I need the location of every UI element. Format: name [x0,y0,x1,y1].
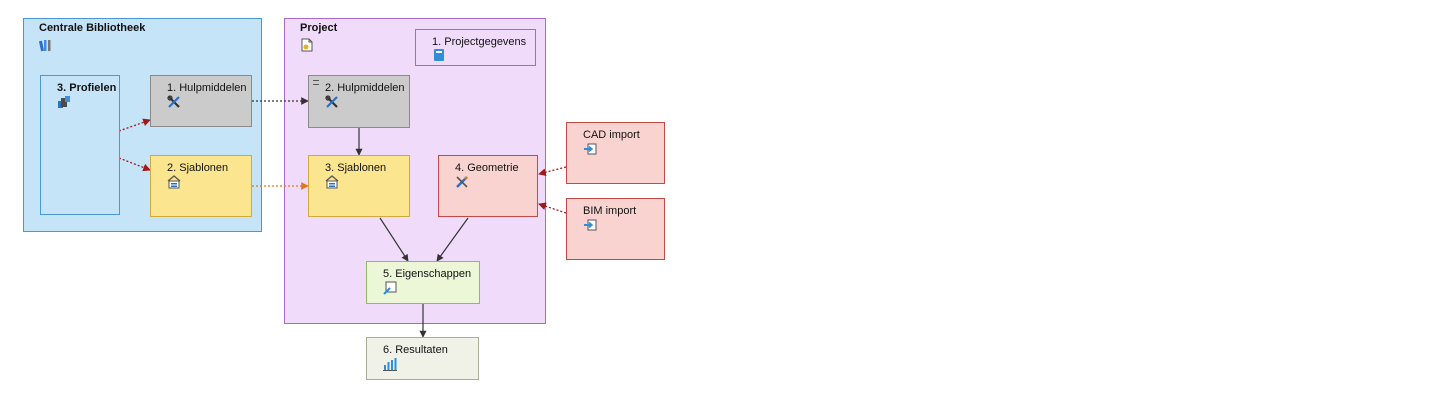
node-label: 3. Profielen [57,82,117,94]
template-icon [167,175,181,189]
node-proj-sjablonen[interactable]: 3. Sjablonen [308,155,410,217]
node-bim-import[interactable]: BIM import [566,198,665,260]
group-title: Centrale Bibliotheek [39,22,146,34]
group-title: Project [300,22,338,34]
tools-icon [325,95,338,108]
node-lib-hulpmiddelen[interactable]: 1. Hulpmiddelen [150,75,252,127]
node-label: 6. Resultaten [383,344,448,356]
node-eigenschappen[interactable]: 5. Eigenschappen [366,261,480,304]
node-resultaten[interactable]: 6. Resultaten [366,337,479,380]
node-lib-sjablonen[interactable]: 2. Sjablonen [150,155,252,217]
profiles-icon [58,96,70,108]
node-label: 5. Eigenschappen [383,268,472,280]
node-cad-import[interactable]: CAD import [566,122,665,184]
node-label: 2. Sjablonen [167,162,229,174]
node-label: 2. Hulpmiddelen [325,82,405,94]
node-geometrie[interactable]: 4. Geometrie [438,155,538,217]
import-icon [584,143,597,155]
books-icon [39,40,51,52]
import-icon [584,219,597,231]
template-icon [325,175,339,189]
book-icon [434,49,444,61]
node-projectgegevens[interactable]: 1. Projectgegevens [415,29,536,66]
bar-chart-icon [383,358,397,371]
project-document-icon [301,38,313,52]
node-label: 3. Sjablonen [325,162,387,174]
node-proj-hulpmiddelen[interactable]: 2. Hulpmiddelen [308,75,410,128]
node-label: 1. Hulpmiddelen [167,82,247,94]
node-label: 1. Projectgegevens [432,36,527,48]
geometry-icon [456,176,468,188]
inherit-marker-icon [313,80,319,85]
properties-icon [383,281,397,295]
node-label: CAD import [583,129,640,141]
node-profielen[interactable]: 3. Profielen [40,75,120,215]
node-label: BIM import [583,205,637,217]
node-label: 4. Geometrie [455,162,519,174]
tools-icon [167,95,180,108]
